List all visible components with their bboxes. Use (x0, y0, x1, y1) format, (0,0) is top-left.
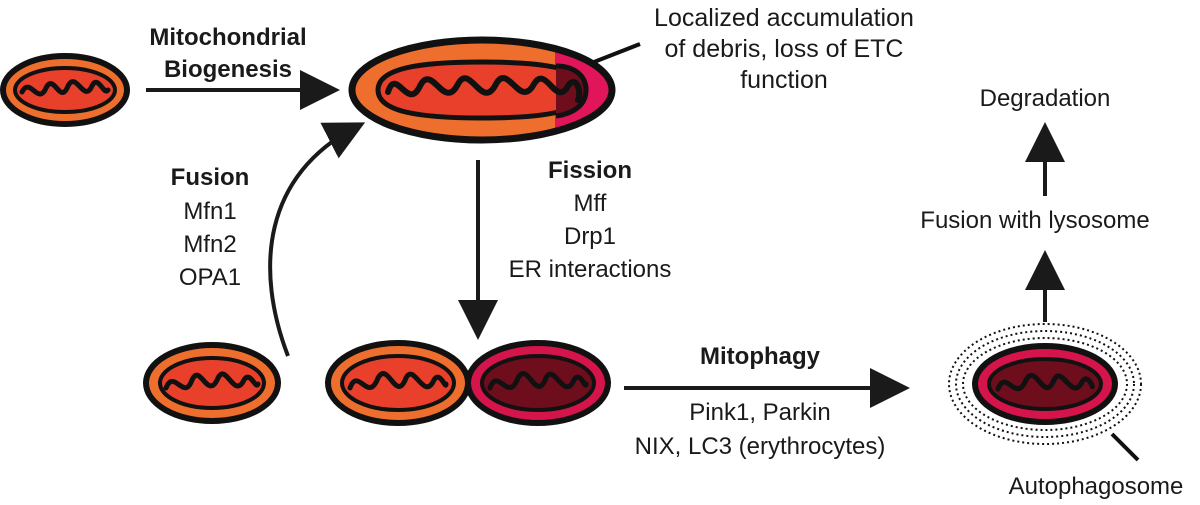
debris-pointer-line (593, 42, 641, 64)
mitochondrion-fission-healthy (325, 340, 471, 426)
mitochondrion-fission-damaged (465, 340, 611, 426)
fusion-item: OPA1 (179, 264, 241, 291)
mitochondrion-engulfed (972, 343, 1118, 425)
fission-item: Drp1 (564, 223, 616, 250)
mitophagy-item: Pink1, Parkin (689, 399, 830, 426)
fusion-item: Mfn1 (183, 198, 236, 225)
lysosome-fusion-label: Fusion with lysosome (920, 207, 1149, 234)
biogenesis-label-line1: Mitochondrial (149, 24, 306, 51)
fission-title: Fission (548, 157, 632, 184)
debris-label-line2: of debris, loss of ETC (665, 35, 904, 63)
mitophagy-title: Mitophagy (700, 343, 821, 370)
debris-label-line1: Localized accumulation (654, 4, 914, 32)
mitochondrion-small-fusion-source (143, 342, 281, 424)
autophagosome-label: Autophagosome (1009, 473, 1184, 500)
fission-item: ER interactions (509, 256, 672, 283)
debris-label-line3: function (740, 66, 828, 94)
mitochondrion-large-damaged (348, 36, 616, 144)
fusion-title: Fusion (171, 164, 250, 191)
mitochondrion-small-top-left (0, 53, 130, 127)
autophagosome-pointer-line (1110, 432, 1140, 462)
fission-item: Mff (574, 190, 607, 217)
biogenesis-label-line2: Biogenesis (164, 56, 292, 83)
mitophagy-item: NIX, LC3 (erythrocytes) (635, 433, 886, 460)
degradation-label: Degradation (980, 85, 1111, 112)
fusion-item: Mfn2 (183, 231, 236, 258)
fusion-arrow (268, 122, 366, 357)
